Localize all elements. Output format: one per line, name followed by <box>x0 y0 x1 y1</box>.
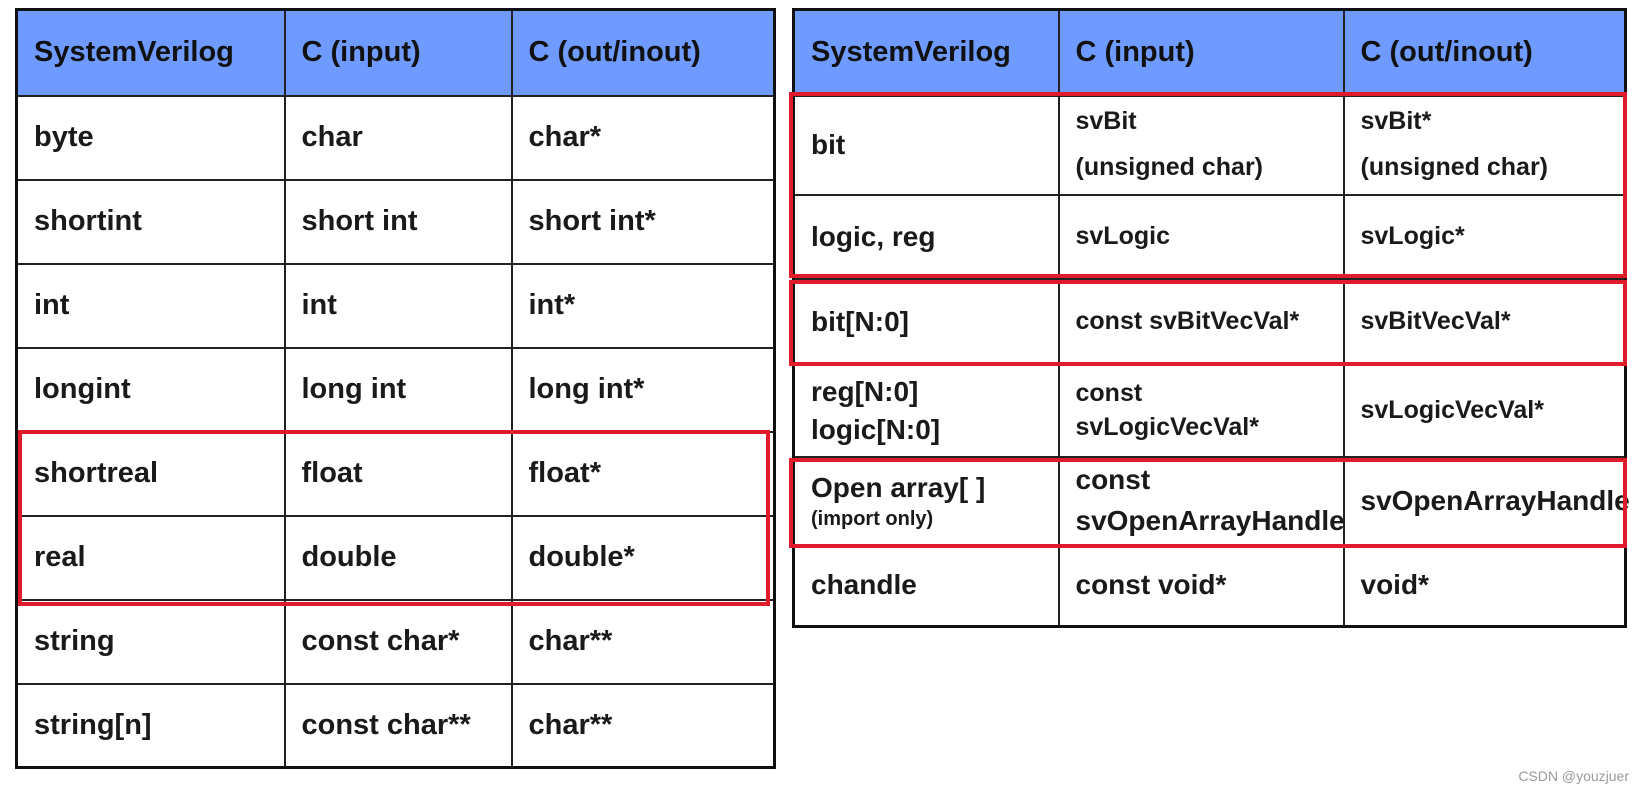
c-input-cell: int <box>283 262 513 349</box>
table-row: reg[N:0] logic[N:0] const svLogicVecVal*… <box>792 363 1627 458</box>
watermark-text: CSDN @youzjuer <box>1518 768 1629 784</box>
c-input-cell: long int <box>283 346 513 433</box>
c-output-cell: svLogic* <box>1342 193 1627 280</box>
cell-line: (unsigned char) <box>1075 153 1264 181</box>
cell-line: logic[N:0] <box>811 413 941 445</box>
c-output-cell: float* <box>510 430 776 517</box>
sv-type-cell: string <box>15 598 286 685</box>
table-row: byte char char* <box>15 94 776 181</box>
c-output-cell: int* <box>510 262 776 349</box>
sv-type-cell: longint <box>15 346 286 433</box>
table-row: Open array[ ] (import only) const svOpen… <box>792 455 1630 546</box>
sv-type-cell: int <box>15 262 286 349</box>
right-table: SystemVerilog C (input) C (out/inout) bi… <box>792 8 1630 628</box>
sv-type-cell: real <box>15 514 286 601</box>
c-output-cell: double* <box>510 514 776 601</box>
table-row: shortreal float float* <box>15 430 776 517</box>
c-output-cell: short int* <box>510 178 776 265</box>
c-output-cell: long int* <box>510 346 776 433</box>
c-input-cell: const svLogicVecVal* <box>1057 363 1345 458</box>
table-row: real double double* <box>15 514 776 601</box>
left-table: SystemVerilog C (input) C (out/inout) by… <box>15 8 776 769</box>
table-row: logic, reg svLogic svLogic* <box>792 193 1627 280</box>
c-input-cell: const char* <box>283 598 513 685</box>
sv-type-cell: string[n] <box>15 682 286 769</box>
sv-type-cell: shortint <box>15 178 286 265</box>
sv-type-cell: shortreal <box>15 430 286 517</box>
c-input-cell: char <box>283 94 513 181</box>
table-row: shortint short int short int* <box>15 178 776 265</box>
cell-note: (import only) <box>811 508 934 531</box>
table-row: bit[N:0] const svBitVecVal* svBitVecVal* <box>792 277 1627 366</box>
sv-type-cell: byte <box>15 94 286 181</box>
c-output-cell: char** <box>510 598 776 685</box>
c-input-cell: const svBitVecVal* <box>1057 277 1345 366</box>
c-output-cell: char** <box>510 682 776 769</box>
cell-line: const <box>1075 378 1143 407</box>
table-header-row: SystemVerilog C (input) C (out/inout) <box>792 8 1627 97</box>
cell-line: svOpenArrayHandle <box>1075 504 1345 536</box>
c-input-cell: float <box>283 430 513 517</box>
cell-line: Open array[ ] <box>811 471 986 503</box>
c-input-cell: short int <box>283 178 513 265</box>
c-input-cell: svBit (unsigned char) <box>1057 94 1345 196</box>
sv-type-cell: bit <box>792 94 1060 196</box>
sv-type-cell: logic, reg <box>792 193 1060 280</box>
table-row: bit svBit (unsigned char) svBit* (unsign… <box>792 94 1627 196</box>
c-output-cell: void* <box>1342 543 1627 628</box>
table-row: string[n] const char** char** <box>15 682 776 769</box>
header-c-input: C (input) <box>1057 8 1345 97</box>
table-row: chandle const void* void* <box>792 543 1627 628</box>
cell-line: reg[N:0] <box>811 375 919 407</box>
table-header-row: SystemVerilog C (input) C (out/inout) <box>15 8 776 97</box>
c-input-cell: const void* <box>1057 543 1345 628</box>
cell-line: svBit <box>1075 107 1137 136</box>
table-row: longint long int long int* <box>15 346 776 433</box>
cell-line: svLogicVecVal* <box>1075 412 1259 441</box>
c-output-cell: svBitVecVal* <box>1342 277 1627 366</box>
sv-type-cell: chandle <box>792 543 1060 628</box>
sv-type-cell: Open array[ ] (import only) <box>792 455 1060 546</box>
left-type-mapping-table: SystemVerilog C (input) C (out/inout) by… <box>15 8 776 769</box>
c-output-cell: svOpenArrayHandle <box>1342 455 1630 546</box>
header-systemverilog: SystemVerilog <box>15 8 286 97</box>
header-c-out-inout: C (out/inout) <box>1342 8 1627 97</box>
table-row: string const char* char** <box>15 598 776 685</box>
c-input-cell: const char** <box>283 682 513 769</box>
c-output-cell: char* <box>510 94 776 181</box>
header-c-input: C (input) <box>283 8 513 97</box>
c-output-cell: svLogicVecVal* <box>1342 363 1627 458</box>
sv-type-cell: reg[N:0] logic[N:0] <box>792 363 1060 458</box>
table-row: int int int* <box>15 262 776 349</box>
cell-line: (unsigned char) <box>1360 153 1549 181</box>
header-systemverilog: SystemVerilog <box>792 8 1060 97</box>
sv-type-cell: bit[N:0] <box>792 277 1060 366</box>
c-output-cell: svBit* (unsigned char) <box>1342 94 1627 196</box>
c-input-cell: const svOpenArrayHandle <box>1057 455 1345 546</box>
c-input-cell: double <box>283 514 513 601</box>
cell-line: svBit* <box>1360 107 1432 136</box>
c-input-cell: svLogic <box>1057 193 1345 280</box>
right-type-mapping-table: SystemVerilog C (input) C (out/inout) bi… <box>792 8 1630 628</box>
cell-line: const <box>1075 463 1151 495</box>
header-c-out-inout: C (out/inout) <box>510 8 776 97</box>
